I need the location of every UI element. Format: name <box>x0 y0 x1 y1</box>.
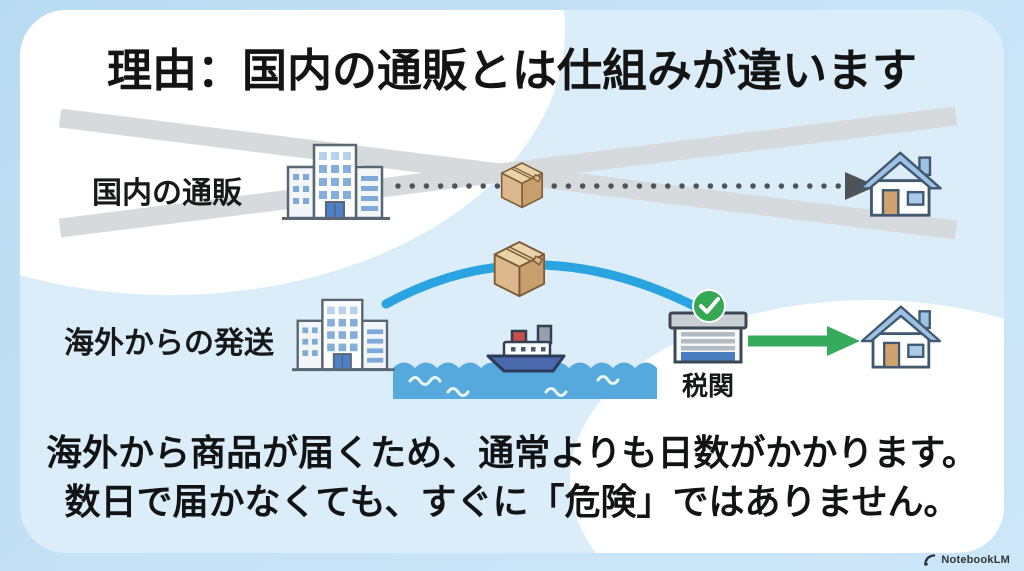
conclusion-line-2: 数日で届かなくても、すぐに「危険」ではありません。 <box>64 480 960 522</box>
house-icon <box>858 151 942 217</box>
shipping-arc <box>381 260 711 317</box>
ocean-waves <box>393 362 657 399</box>
brand-footer: NotebookLM <box>923 551 1010 569</box>
conclusion-line-1: 海外から商品が届くため、通常よりも日数がかかります。 <box>46 432 978 473</box>
green-arrow <box>748 326 860 356</box>
overseas-shipping-label: 海外からの発送 <box>64 327 274 360</box>
customs-label: 税関 <box>681 371 734 401</box>
page-title: 理由：国内の通販とは仕組みが違います <box>106 45 917 96</box>
ship-icon <box>486 324 566 373</box>
office-building-icon <box>290 298 397 372</box>
notebooklm-icon <box>924 554 936 566</box>
brand-name: NotebookLM <box>941 554 1010 566</box>
conclusion-text: 海外から商品が届くため、通常よりも日数がかかります。 数日で届かなくても、すぐに… <box>0 429 1024 526</box>
house-icon <box>860 305 942 369</box>
check-circle-icon <box>692 289 726 323</box>
domestic-shipping-label: 国内の通販 <box>92 177 242 210</box>
package-icon <box>493 241 546 298</box>
package-icon <box>500 162 544 209</box>
